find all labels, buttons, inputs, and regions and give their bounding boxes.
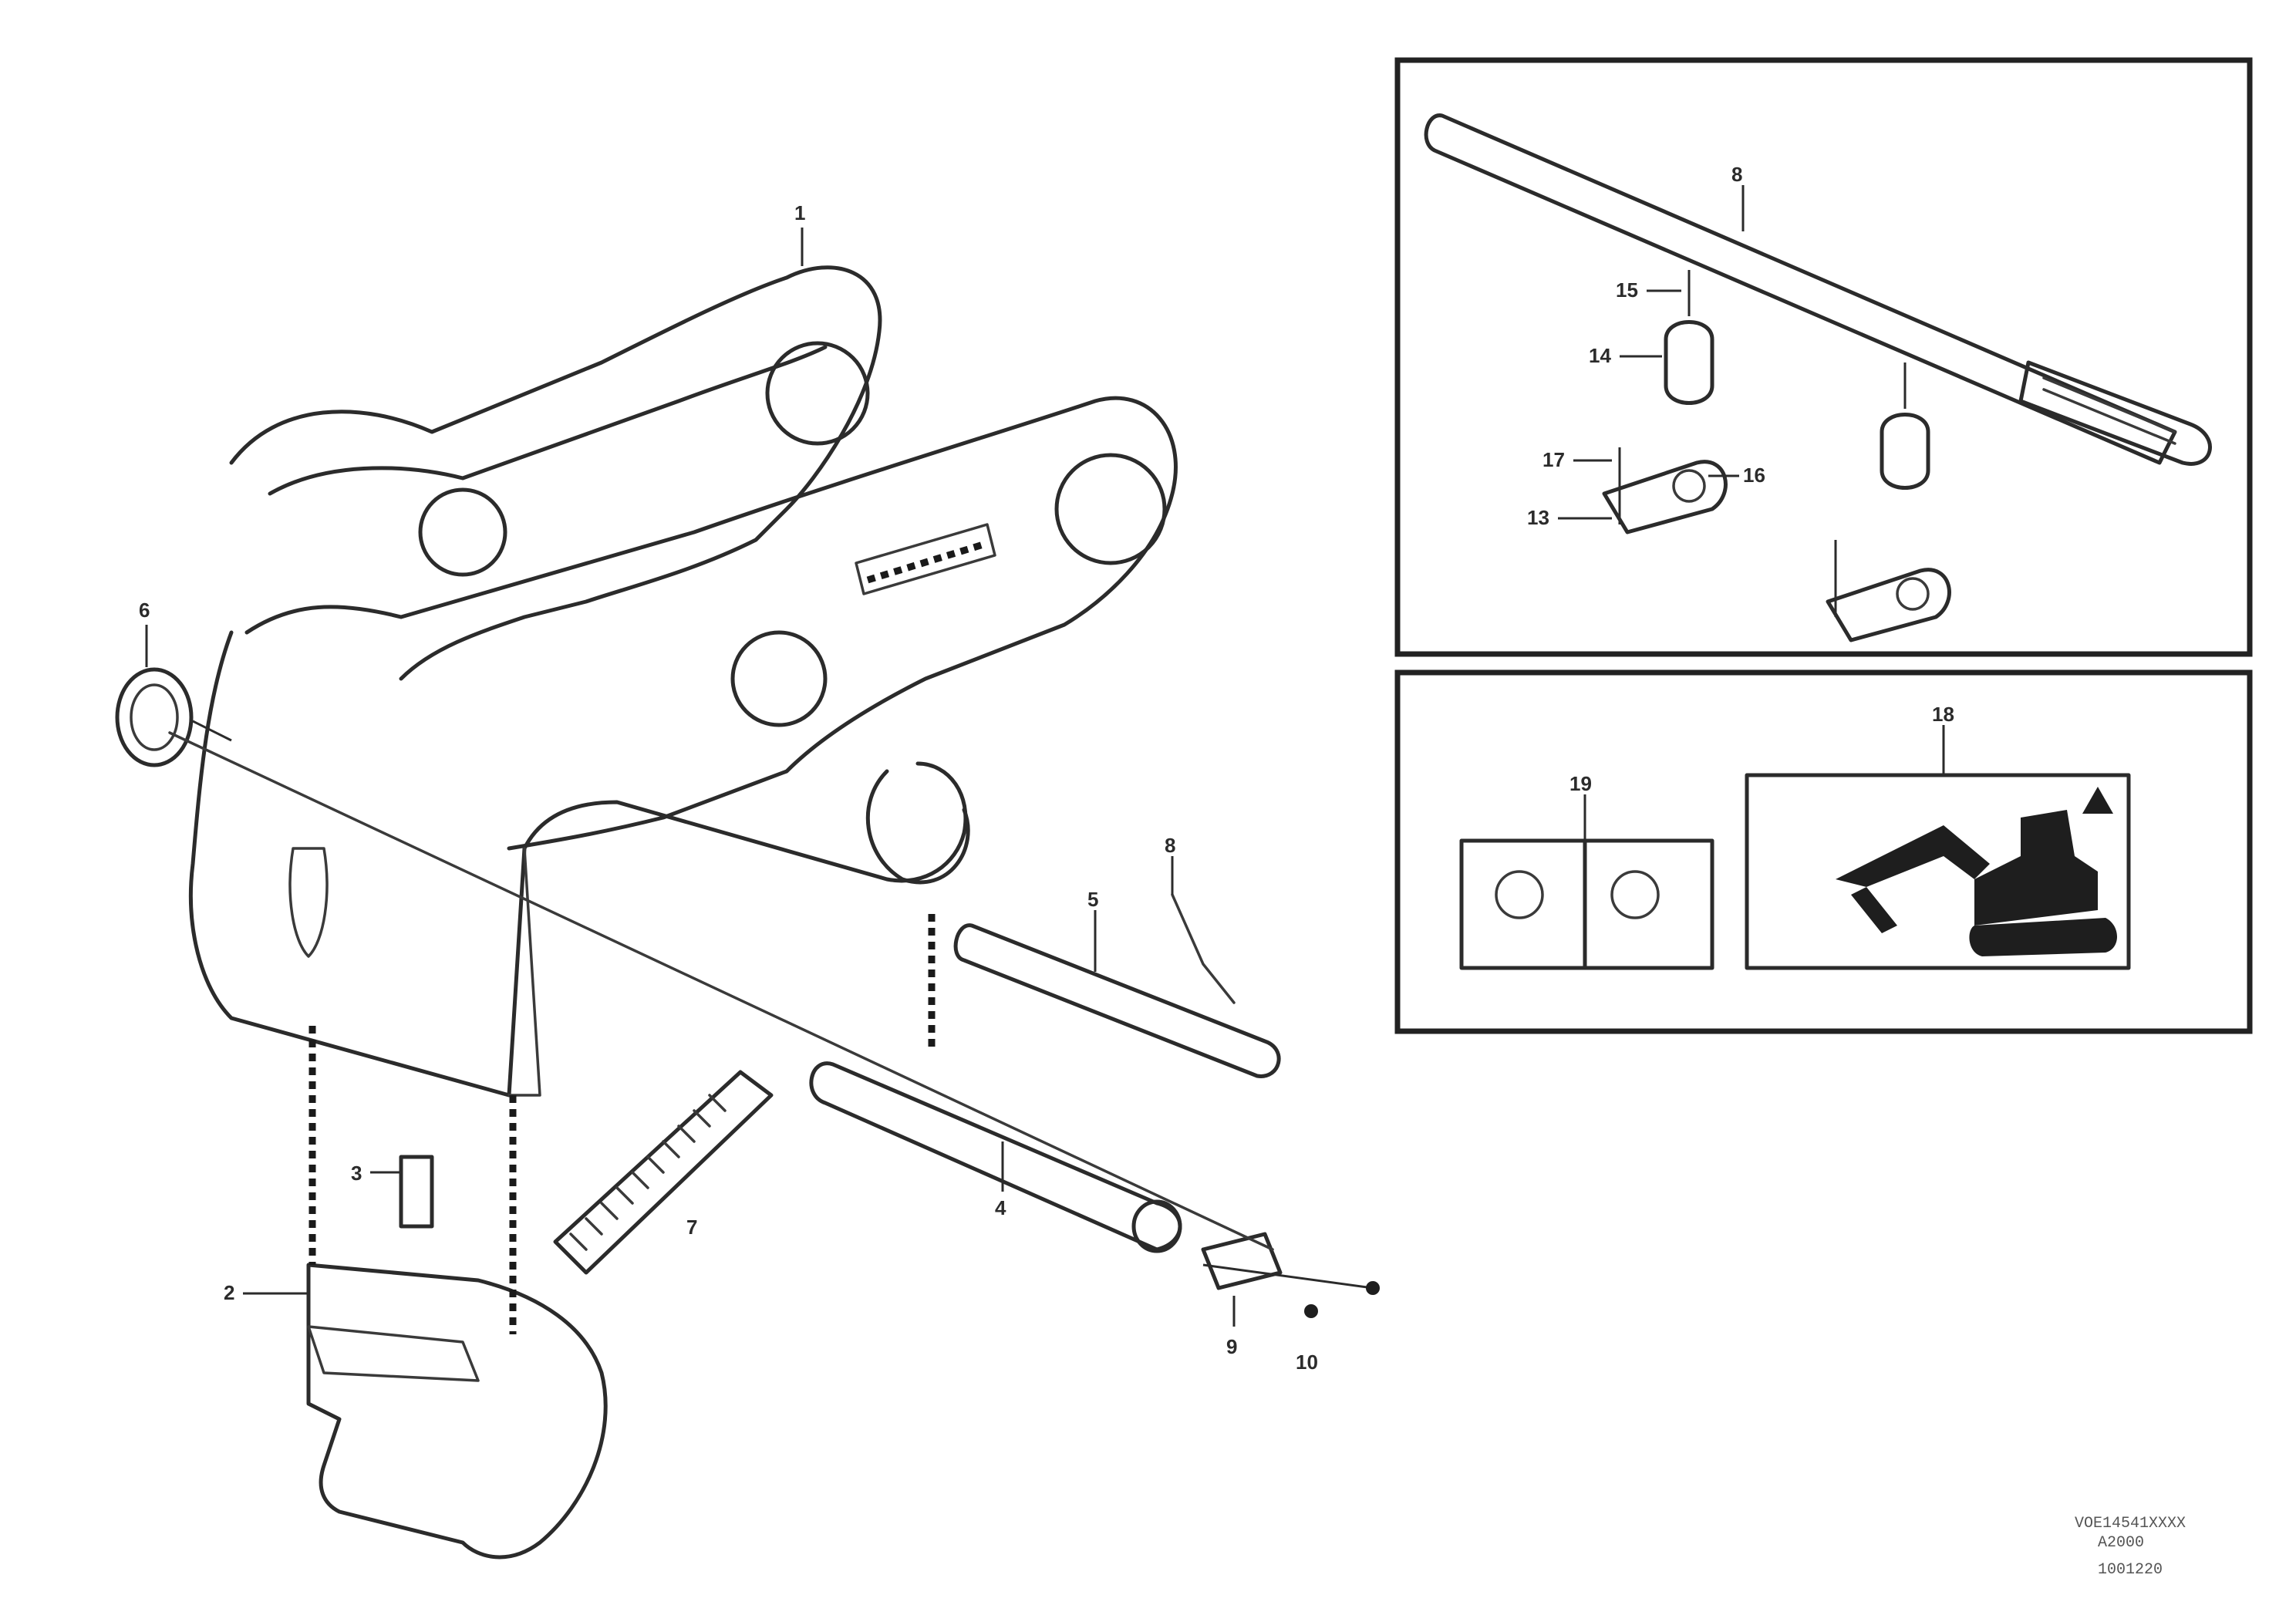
part-5-pin [953, 910, 1281, 1078]
excavator-icon [1836, 810, 2117, 956]
part-7-spring [553, 1070, 774, 1275]
callout-3: 3 [351, 1162, 362, 1185]
inset-top-frame [1394, 57, 2253, 657]
callout-15: 16 [1743, 464, 1765, 487]
quick-coupler-assembly [189, 265, 1178, 1098]
coupler-rear-plate-inner [268, 345, 828, 496]
lock-slot-hatch [866, 541, 985, 584]
upper-pin-bore-right [765, 341, 870, 446]
coupler-hook [865, 769, 970, 885]
callout-17: 18 [1932, 703, 1954, 726]
lower-pin-bore-left [730, 630, 828, 727]
callout-5: 5 [1087, 888, 1098, 911]
inset-decals: 19 18 [1394, 669, 2253, 1034]
coupler-edge [507, 847, 541, 1097]
handle-grip [2018, 360, 2212, 466]
reference-line-1: VOE14541XXXX [2075, 1515, 2186, 1533]
callout-16: 17 [1542, 448, 1565, 471]
callout-12: 13 [1527, 506, 1549, 529]
reference-code: VOE14541XXXX A2000 1001220 [2075, 1515, 2186, 1579]
part-2-wedge [306, 1263, 608, 1560]
lower-pin-bore-right [1054, 453, 1167, 565]
part-3-bushing [370, 1155, 434, 1229]
callout-10: 10 [1296, 1351, 1318, 1374]
upper-pin-bore-left [418, 487, 507, 577]
decal-17 [1745, 773, 2131, 970]
callout-9: 9 [1226, 1335, 1237, 1358]
main-callouts: 1 2 3 4 5 6 7 8 9 10 [139, 201, 1318, 1374]
part-6-ring [115, 667, 232, 767]
coupler-rear-plate [229, 265, 882, 681]
callout-13: 14 [1589, 344, 1611, 367]
callout-1: 1 [794, 201, 805, 224]
part-4-pin [809, 1061, 1182, 1253]
coupler-side-slot [288, 847, 329, 958]
assembly-axis [168, 731, 1274, 1251]
callout-19: 8 [1731, 163, 1742, 186]
warning-icon [2082, 787, 2113, 814]
callout-8: 8 [1165, 834, 1175, 857]
part-8-split-pin [1171, 856, 1236, 1004]
callout-4: 4 [995, 1196, 1006, 1219]
decal-18-symbol-right [1610, 870, 1660, 919]
coupler-body [189, 630, 968, 1098]
callout-2: 2 [224, 1281, 234, 1304]
callout-6: 6 [139, 599, 150, 622]
lock-slot [855, 523, 996, 595]
handle-bar [1424, 113, 2177, 465]
callout-14: 15 [1616, 278, 1638, 302]
decal-18-symbol-left [1495, 870, 1544, 919]
callout-7: 7 [686, 1216, 697, 1239]
reference-line-2: A2000 [2098, 1534, 2144, 1552]
coupler-front-plate [244, 396, 1178, 851]
part-9-fastener [1201, 1232, 1380, 1327]
inset-bottom-frame [1394, 669, 2253, 1034]
reference-line-3: 1001220 [2098, 1561, 2163, 1579]
inset-handle-kit: 8 15 14 17 16 13 8 [1394, 57, 2253, 657]
callout-18: 19 [1569, 772, 1592, 795]
